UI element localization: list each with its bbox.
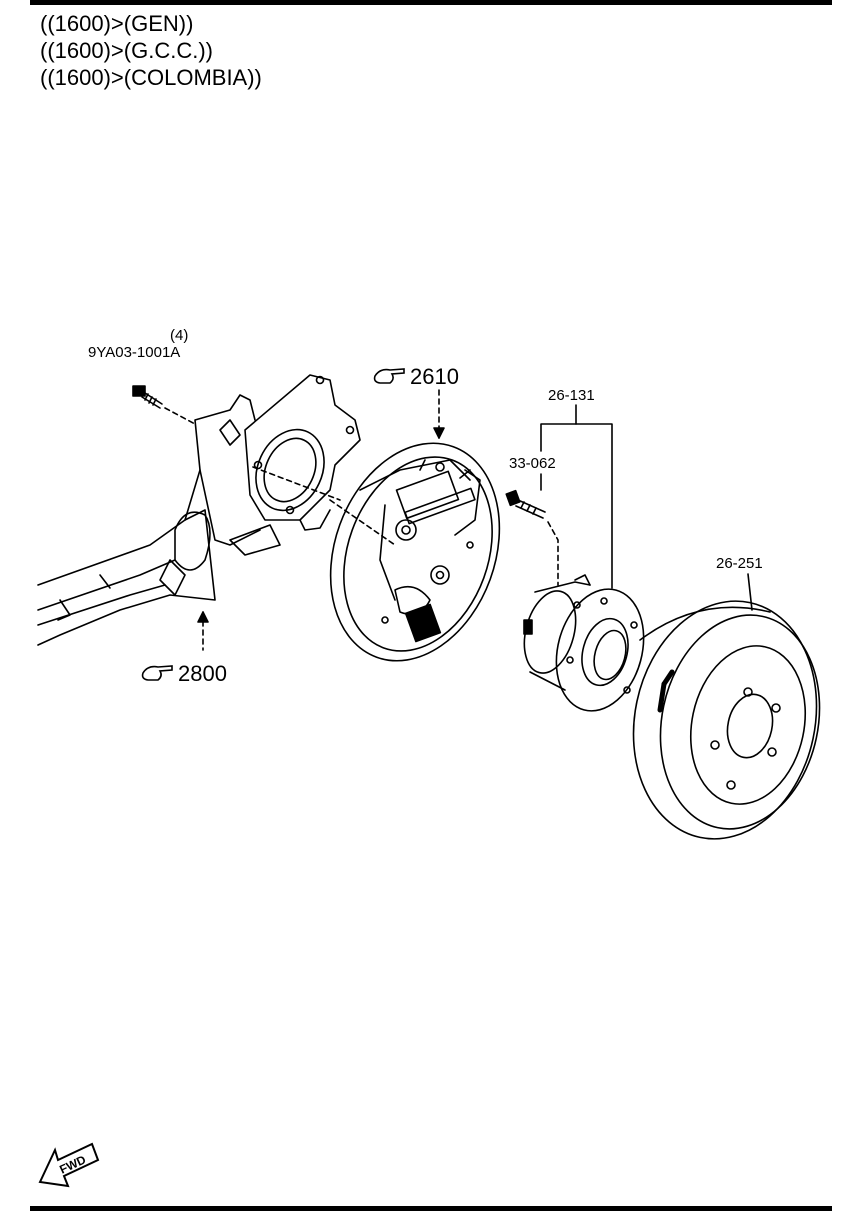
mounting-bolt bbox=[132, 385, 163, 409]
header-line-gen: ((1600)>(GEN)) bbox=[40, 11, 194, 36]
hub-group-bracket bbox=[540, 423, 613, 589]
bottom-rule bbox=[30, 1206, 832, 1211]
bolt-part-label: 9YA03-1001A bbox=[88, 344, 180, 361]
brake-backing-plate bbox=[329, 442, 501, 662]
brake-ref-callout: 2610 bbox=[373, 364, 459, 389]
fwd-label: FWD bbox=[57, 1152, 88, 1176]
header-line-colombia: ((1600)>(COLOMBIA)) bbox=[40, 65, 262, 90]
brake-ref-label: 2610 bbox=[410, 364, 459, 389]
brake-drum bbox=[632, 600, 821, 840]
fwd-arrow-icon: FWD bbox=[38, 1142, 100, 1188]
rear-axle-beam bbox=[37, 374, 361, 646]
brake-ref-arrow bbox=[433, 427, 445, 439]
assembly-leader-lines bbox=[164, 389, 559, 651]
applicability-header: ((1600)>(GEN)) ((1600)>(G.C.C.)) ((1600)… bbox=[40, 10, 262, 91]
wheel-hub-bearing bbox=[523, 574, 645, 712]
hub-group-label: 26-131 bbox=[548, 387, 595, 404]
pointing-hand-icon bbox=[373, 368, 405, 384]
bolt-qty-label: (4) bbox=[170, 327, 188, 344]
pointing-hand-icon bbox=[141, 665, 173, 681]
arm-ref-arrow bbox=[197, 611, 209, 623]
hub-bolt-label: 33-062 bbox=[509, 455, 556, 472]
hub-bolt bbox=[505, 489, 546, 519]
arm-ref-callout: 2800 bbox=[141, 661, 227, 686]
top-rule bbox=[30, 0, 832, 5]
header-line-gcc: ((1600)>(G.C.C.)) bbox=[40, 38, 213, 63]
arm-ref-label: 2800 bbox=[178, 661, 227, 686]
drum-leader bbox=[747, 573, 753, 611]
drum-label: 26-251 bbox=[716, 555, 763, 572]
